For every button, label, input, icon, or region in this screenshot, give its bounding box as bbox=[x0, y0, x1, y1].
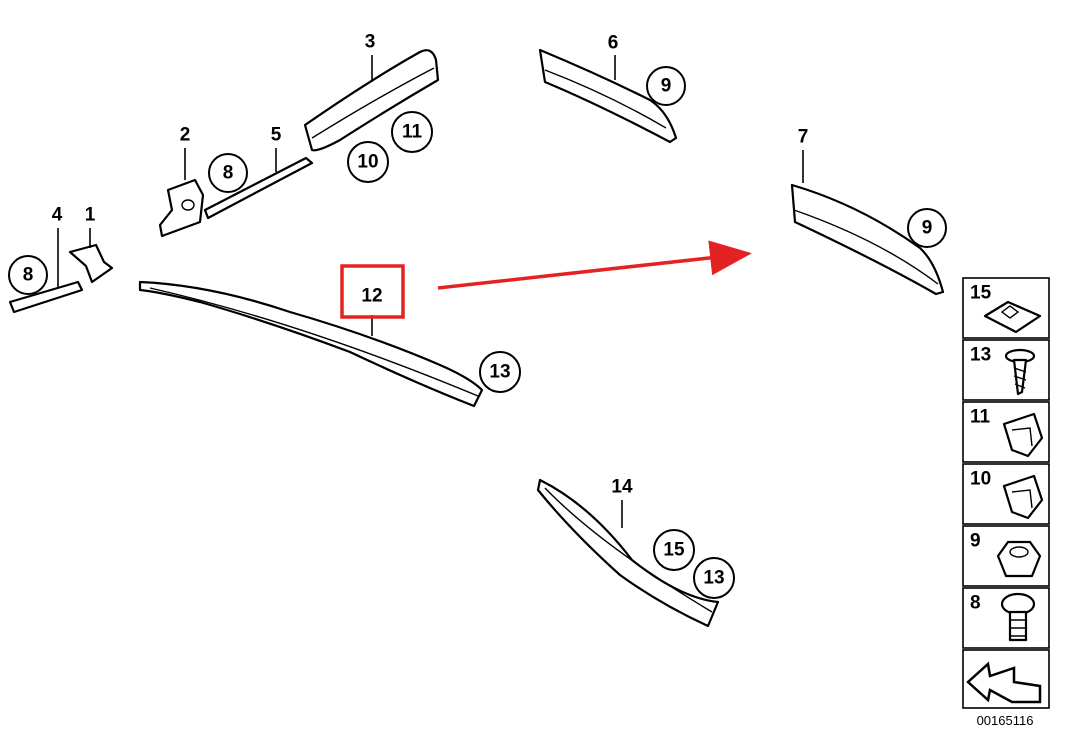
legend-label-15: 15 bbox=[970, 283, 992, 304]
legend-label-11: 11 bbox=[970, 407, 991, 428]
svg-text:11: 11 bbox=[402, 122, 423, 143]
callout-13a: 13 bbox=[479, 351, 521, 393]
legend: 15 13 11 10 9 8 bbox=[962, 277, 1050, 709]
label-3: 3 bbox=[365, 32, 376, 53]
svg-text:15: 15 bbox=[663, 540, 685, 561]
label-5: 5 bbox=[271, 125, 282, 146]
label-6: 6 bbox=[608, 33, 619, 54]
callout-13b: 13 bbox=[693, 557, 735, 599]
part-2-bracket bbox=[158, 178, 205, 238]
legend-label-8: 8 bbox=[970, 593, 981, 614]
svg-text:9: 9 bbox=[922, 218, 933, 239]
callout-15: 15 bbox=[653, 529, 695, 571]
part-12-trim bbox=[138, 280, 484, 408]
part-7-trim bbox=[790, 183, 945, 296]
direction-arrow-icon bbox=[966, 661, 1042, 704]
callout-8b: 8 bbox=[8, 255, 48, 295]
label-14: 14 bbox=[611, 477, 633, 498]
label-7: 7 bbox=[798, 127, 809, 148]
callout-11: 11 bbox=[391, 111, 433, 153]
part-5-strip bbox=[203, 156, 314, 220]
svg-text:10: 10 bbox=[357, 152, 378, 173]
highlight-box bbox=[340, 264, 405, 319]
part-4-strip bbox=[8, 280, 84, 314]
svg-text:13: 13 bbox=[489, 362, 510, 383]
svg-text:13: 13 bbox=[703, 568, 724, 589]
highlight-arrow bbox=[437, 240, 752, 290]
label-4: 4 bbox=[52, 205, 63, 226]
nut-icon bbox=[996, 540, 1042, 578]
callout-8a: 8 bbox=[208, 153, 248, 193]
callout-9b: 9 bbox=[907, 208, 947, 248]
part-1-piece bbox=[68, 243, 114, 284]
legend-label-10: 10 bbox=[970, 469, 991, 490]
part-14-trim bbox=[536, 478, 720, 628]
part-3-trim bbox=[303, 49, 440, 152]
part-6-trim bbox=[538, 48, 678, 144]
svg-text:8: 8 bbox=[23, 265, 34, 286]
legend-label-9: 9 bbox=[970, 531, 981, 552]
label-1: 1 bbox=[85, 205, 96, 226]
callout-10: 10 bbox=[347, 141, 389, 183]
callout-9a: 9 bbox=[646, 66, 686, 106]
label-12: 12 bbox=[361, 286, 382, 307]
legend-label-13: 13 bbox=[970, 345, 991, 366]
label-2: 2 bbox=[180, 125, 191, 146]
svg-text:8: 8 bbox=[223, 163, 234, 184]
reference-number: 00165116 bbox=[977, 713, 1034, 728]
svg-text:9: 9 bbox=[661, 76, 672, 97]
